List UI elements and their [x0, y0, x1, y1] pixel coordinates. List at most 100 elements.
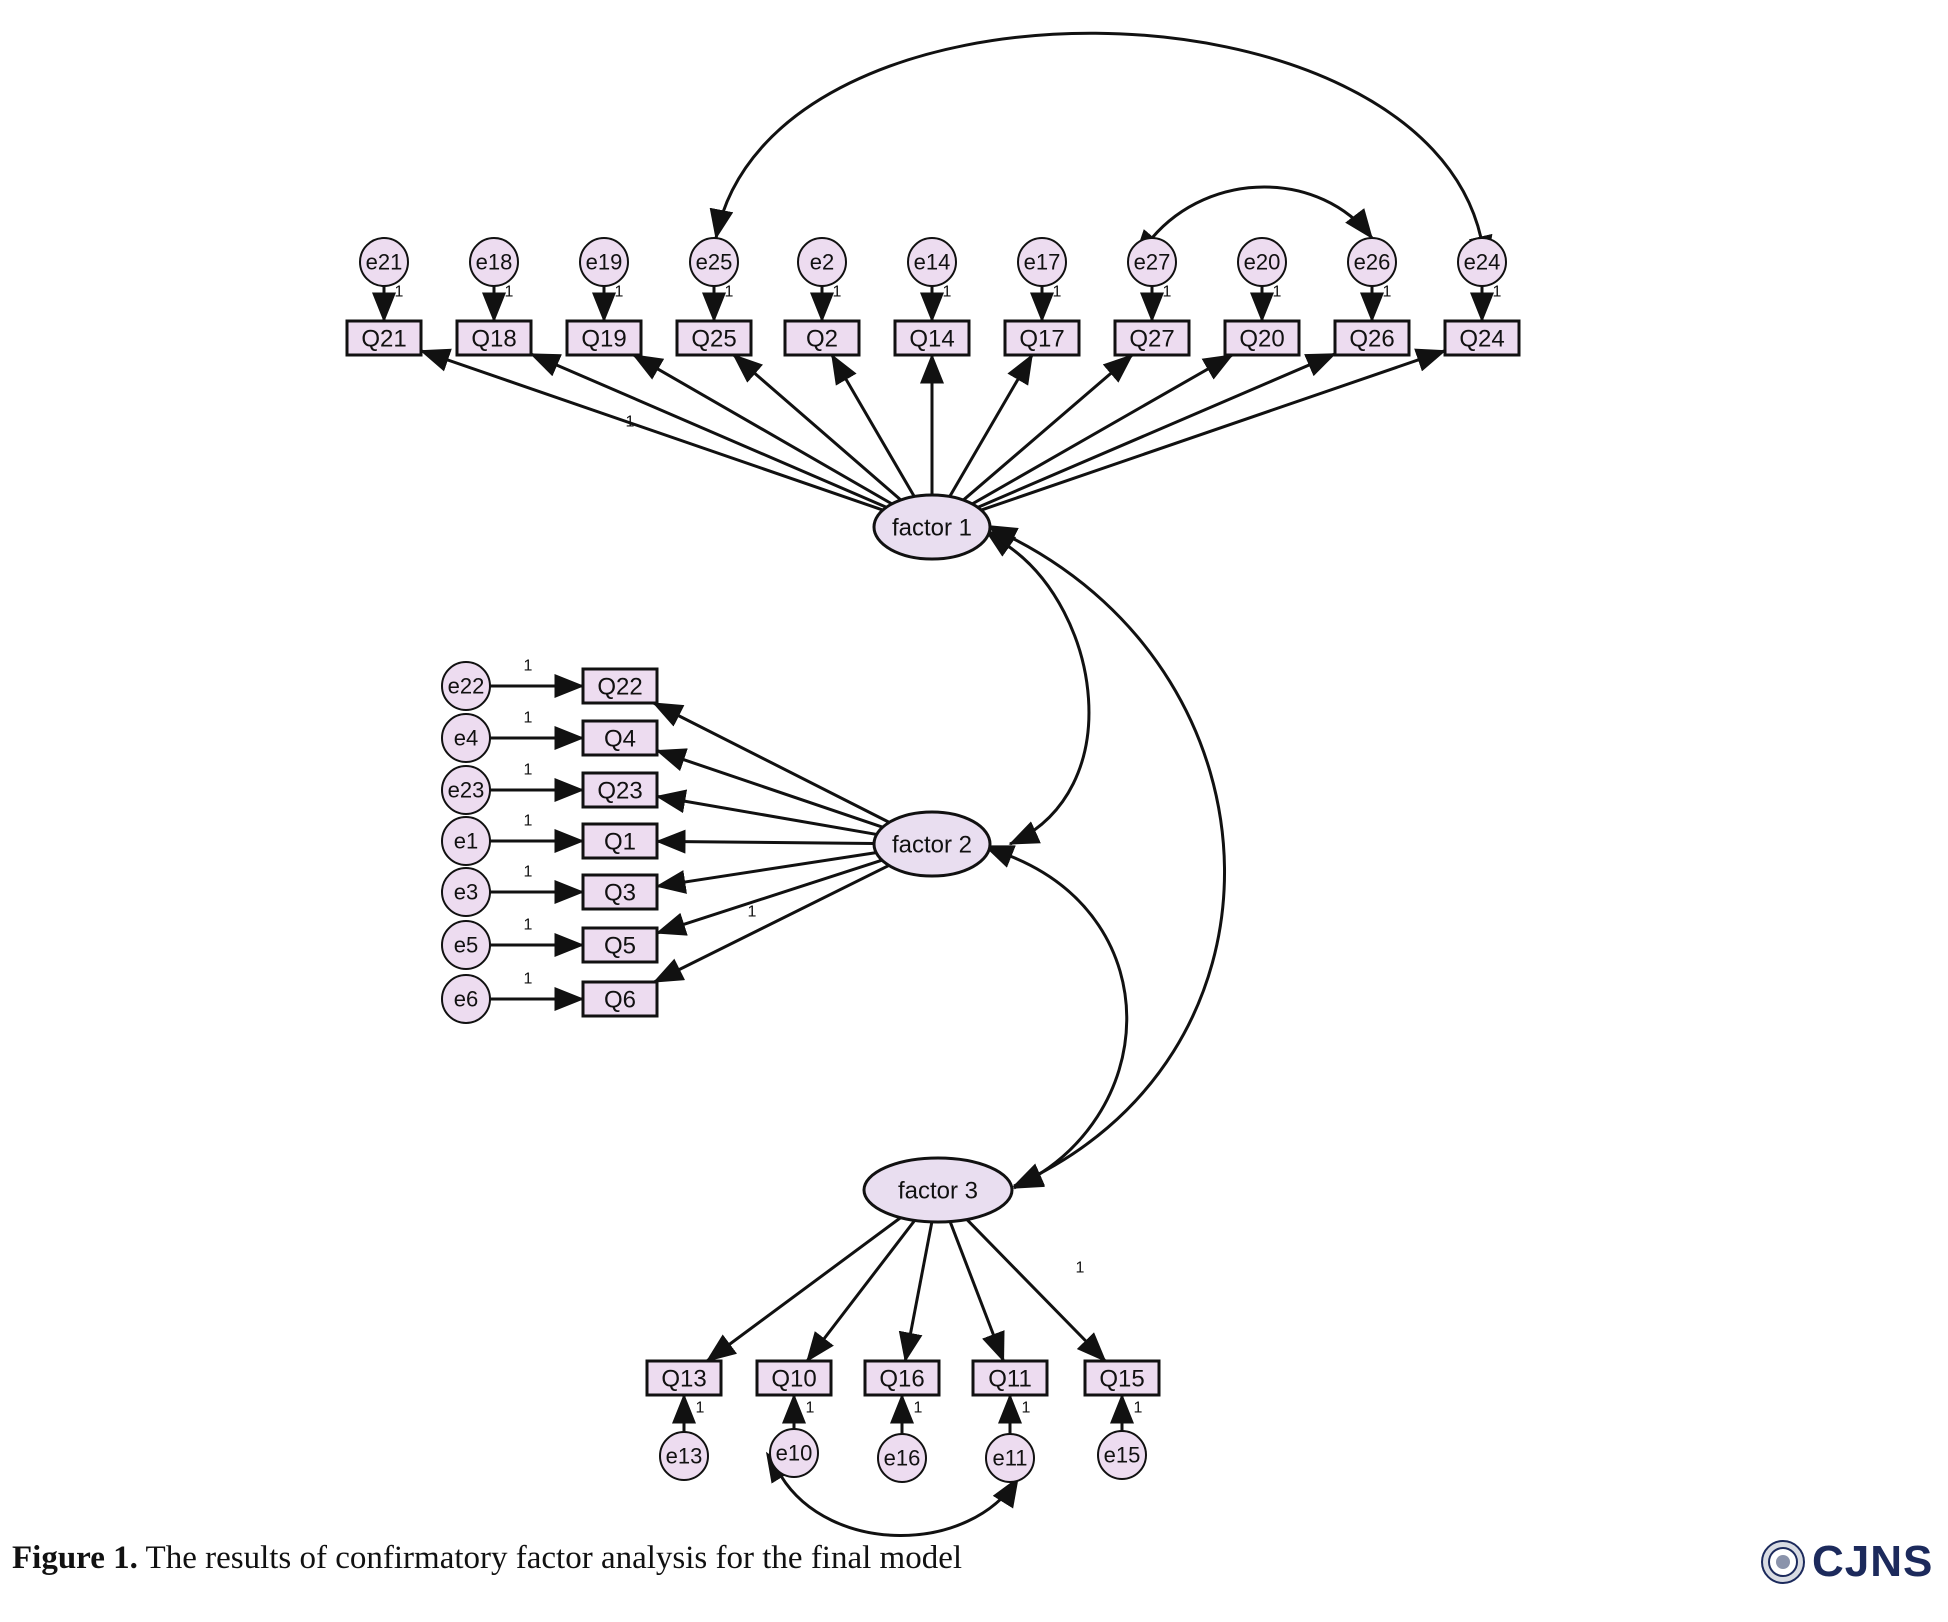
covariance-e10-e11 [765, 1451, 1020, 1537]
figure-caption: Figure 1. The results of confirmatory fa… [12, 1540, 962, 1577]
indicator-q20: Q20 [1223, 319, 1301, 357]
loading-arrow-q21 [419, 348, 884, 512]
indicator-box [581, 719, 659, 757]
indicator-box [1443, 319, 1521, 357]
weight-label: 1 [1134, 1400, 1143, 1417]
error-label: e26 [1354, 250, 1391, 275]
indicator-q24: Q24 [1443, 319, 1521, 357]
loading-arrow-q17 [948, 353, 1034, 498]
loading-weight-label: 1 [1076, 1260, 1085, 1277]
weight-label: 1 [524, 971, 533, 988]
indicator-label: Q13 [661, 1366, 706, 1393]
error-label: e5 [454, 933, 478, 958]
loading-arrow-q22 [652, 701, 890, 824]
indicator-q15: Q15 [1083, 1359, 1161, 1397]
indicator-label: Q23 [597, 778, 642, 805]
loading-arrow-q20 [971, 353, 1234, 506]
error-label: e15 [1104, 1443, 1141, 1468]
indicator-label: Q17 [1019, 326, 1064, 353]
error-circle [797, 237, 847, 287]
seal-icon [1761, 1540, 1805, 1584]
indicator-label: Q3 [604, 880, 636, 907]
loading-weight-label: 1 [626, 414, 635, 431]
error-circle [441, 661, 491, 711]
covariance-factor1-factor2 [984, 529, 1091, 846]
error-label: e16 [884, 1446, 921, 1471]
indicator-box [1083, 1359, 1161, 1397]
error-circle [1457, 237, 1507, 287]
covariance-factor1-factor3 [986, 525, 1226, 1188]
indicator-box [893, 319, 971, 357]
indicator-box [971, 1359, 1049, 1397]
indicator-label: Q5 [604, 933, 636, 960]
indicator-q17: Q17 [1003, 319, 1081, 357]
error-e18: e18 [469, 237, 519, 287]
error-label: e11 [992, 1446, 1027, 1471]
weight-label: 1 [1022, 1400, 1031, 1417]
weight-label: 1 [806, 1400, 815, 1417]
indicator-label: Q25 [691, 326, 736, 353]
weight-label: 1 [1053, 284, 1062, 301]
indicator-q5: Q5 [581, 926, 659, 964]
error-circle [1097, 1430, 1147, 1480]
indicator-q4: Q4 [581, 719, 659, 757]
error-e10: e10 [769, 1428, 819, 1478]
error-circle [469, 237, 519, 287]
indicator-box [581, 771, 659, 809]
weight-label: 1 [505, 284, 514, 301]
indicator-box [783, 319, 861, 357]
error-e27: e27 [1127, 237, 1177, 287]
error-e21: e21 [359, 237, 409, 287]
error-circle [441, 765, 491, 815]
loading-arrow-q18 [529, 352, 887, 509]
indicator-q3: Q3 [581, 873, 659, 911]
loading-arrow-q1 [655, 829, 875, 854]
caption-label: Figure 1. [12, 1540, 138, 1576]
error-circle [441, 867, 491, 917]
error-circle [769, 1428, 819, 1478]
error-label: e20 [1244, 250, 1281, 275]
error-circle [659, 1431, 709, 1481]
indicator-box [565, 319, 643, 357]
error-e19: e19 [579, 237, 629, 287]
indicator-q6: Q6 [581, 980, 659, 1018]
error-e15: e15 [1097, 1430, 1147, 1480]
covariance-e25-e24 [709, 31, 1493, 266]
indicator-box [1113, 319, 1191, 357]
error-label: e10 [776, 1441, 813, 1466]
error-label: e3 [454, 880, 478, 905]
error-e3: e3 [441, 867, 491, 917]
error-label: e24 [1464, 250, 1501, 275]
indicator-box [755, 1359, 833, 1397]
error-circle [579, 237, 629, 287]
error-e16: e16 [877, 1433, 927, 1483]
indicator-q18: Q18 [455, 319, 533, 357]
weight-label: 1 [1273, 284, 1282, 301]
indicator-q13: Q13 [645, 1359, 723, 1397]
loading-arrow-q2 [830, 353, 916, 498]
weight-label: 1 [395, 284, 404, 301]
error-e1: e1 [441, 816, 491, 866]
loading-arrow-q5 [655, 858, 883, 936]
indicator-label: Q21 [361, 326, 406, 353]
indicator-label: Q6 [604, 987, 636, 1014]
error-label: e22 [448, 674, 485, 699]
error-e26: e26 [1347, 237, 1397, 287]
loading-arrow-q19 [632, 353, 893, 506]
indicator-box [581, 980, 659, 1018]
indicator-q19: Q19 [565, 319, 643, 357]
indicator-q2: Q2 [783, 319, 861, 357]
error-circle [1347, 237, 1397, 287]
latent-ellipse [872, 810, 992, 878]
loading-arrow-q16 [898, 1221, 934, 1363]
journal-logo: CJNS [1760, 1532, 1933, 1592]
indicator-box [645, 1359, 723, 1397]
logo-text: CJNS [1812, 1537, 1934, 1586]
error-label: e27 [1134, 250, 1171, 275]
error-e24: e24 [1457, 237, 1507, 287]
indicator-q26: Q26 [1333, 319, 1411, 357]
weight-label: 1 [1493, 284, 1502, 301]
loading-arrow-q25 [732, 353, 902, 502]
error-label: e4 [454, 726, 478, 751]
error-label: e18 [476, 250, 513, 275]
